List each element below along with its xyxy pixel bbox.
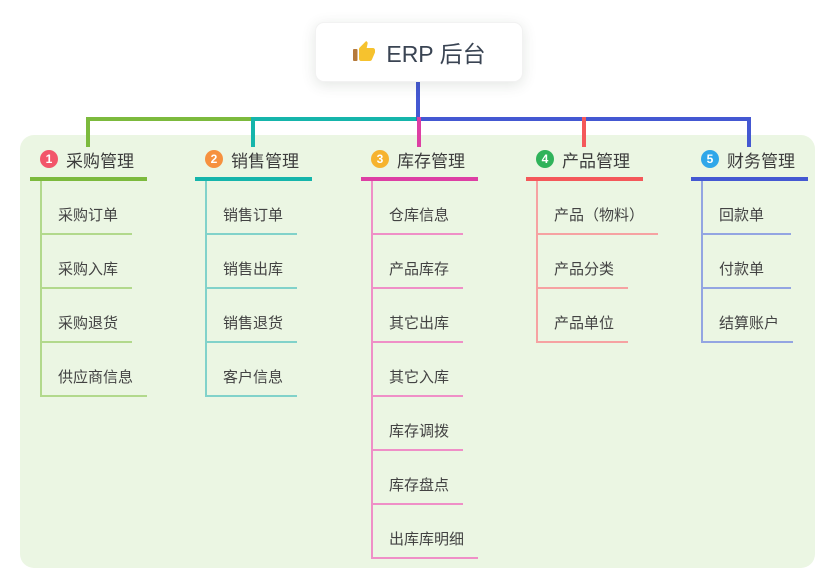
child-node[interactable]: 结算账户: [703, 289, 794, 343]
root-connector-line: [416, 81, 420, 119]
child-node[interactable]: 采购入库: [42, 235, 133, 289]
child-node[interactable]: 仓库信息: [373, 181, 464, 235]
branch-children-inventory: 仓库信息 产品库存 其它出库 其它入库 库存调拨 库存盘点 出库库明细: [371, 181, 479, 559]
branch-label: 销售管理: [231, 151, 299, 171]
branch-children-finance: 回款单 付款单 结算账户: [701, 181, 794, 343]
child-node[interactable]: 其它入库: [373, 343, 464, 397]
branch-label: 产品管理: [562, 151, 630, 171]
branch-label: 库存管理: [397, 151, 465, 171]
branch-drop-finance: [747, 117, 751, 147]
connector-segment-sales: [253, 117, 420, 121]
child-node[interactable]: 产品分类: [538, 235, 629, 289]
child-node[interactable]: 销售退货: [207, 289, 298, 343]
branch-number-badge: 2: [205, 150, 223, 168]
branch-inventory: 3 库存管理 仓库信息 产品库存 其它出库 其它入库 库存调拨 库存盘点 出库库…: [361, 145, 531, 559]
child-node[interactable]: 销售出库: [207, 235, 298, 289]
branch-finance: 5 财务管理 回款单 付款单 结算账户: [691, 145, 839, 343]
branch-number-badge: 5: [701, 150, 719, 168]
branch-number-badge: 1: [40, 150, 58, 168]
branch-drop-sales: [251, 117, 255, 147]
branch-label: 财务管理: [727, 151, 795, 171]
branch-children-sales: 销售订单 销售出库 销售退货 客户信息: [205, 181, 298, 397]
branch-children-product: 产品（物料） 产品分类 产品单位: [536, 181, 659, 343]
branch-node-sales[interactable]: 2 销售管理: [195, 145, 312, 181]
branch-drop-inventory: [417, 117, 421, 147]
branch-number-badge: 3: [371, 150, 389, 168]
root-node-erp-backend[interactable]: ERP 后台: [315, 22, 523, 82]
branch-node-product[interactable]: 4 产品管理: [526, 145, 643, 181]
branch-drop-purchase: [86, 117, 90, 147]
child-node[interactable]: 采购退货: [42, 289, 133, 343]
child-node[interactable]: 产品单位: [538, 289, 629, 343]
root-node-label: ERP 后台: [386, 41, 486, 67]
child-node[interactable]: 出库库明细: [373, 505, 479, 559]
child-node[interactable]: 产品库存: [373, 235, 464, 289]
branch-node-purchase[interactable]: 1 采购管理: [30, 145, 147, 181]
child-node[interactable]: 产品（物料）: [538, 181, 659, 235]
child-node[interactable]: 客户信息: [207, 343, 298, 397]
branch-number-badge: 4: [536, 150, 554, 168]
branch-children-purchase: 采购订单 采购入库 采购退货 供应商信息: [40, 181, 148, 397]
child-node[interactable]: 销售订单: [207, 181, 298, 235]
child-node[interactable]: 采购订单: [42, 181, 133, 235]
branch-node-finance[interactable]: 5 财务管理: [691, 145, 808, 181]
connector-segment-purchase: [86, 117, 255, 121]
branch-product: 4 产品管理 产品（物料） 产品分类 产品单位: [526, 145, 696, 343]
thumbs-up-icon: [352, 40, 376, 64]
child-node[interactable]: 其它出库: [373, 289, 464, 343]
child-node[interactable]: 库存盘点: [373, 451, 464, 505]
child-node[interactable]: 供应商信息: [42, 343, 148, 397]
branch-sales: 2 销售管理 销售订单 销售出库 销售退货 客户信息: [195, 145, 365, 397]
branch-drop-product: [582, 117, 586, 147]
branch-node-inventory[interactable]: 3 库存管理: [361, 145, 478, 181]
mindmap-canvas-panel: [20, 135, 815, 568]
branch-purchase: 1 采购管理 采购订单 采购入库 采购退货 供应商信息: [30, 145, 200, 397]
child-node[interactable]: 回款单: [703, 181, 791, 235]
branch-label: 采购管理: [66, 151, 134, 171]
child-node[interactable]: 付款单: [703, 235, 791, 289]
child-node[interactable]: 库存调拨: [373, 397, 464, 451]
